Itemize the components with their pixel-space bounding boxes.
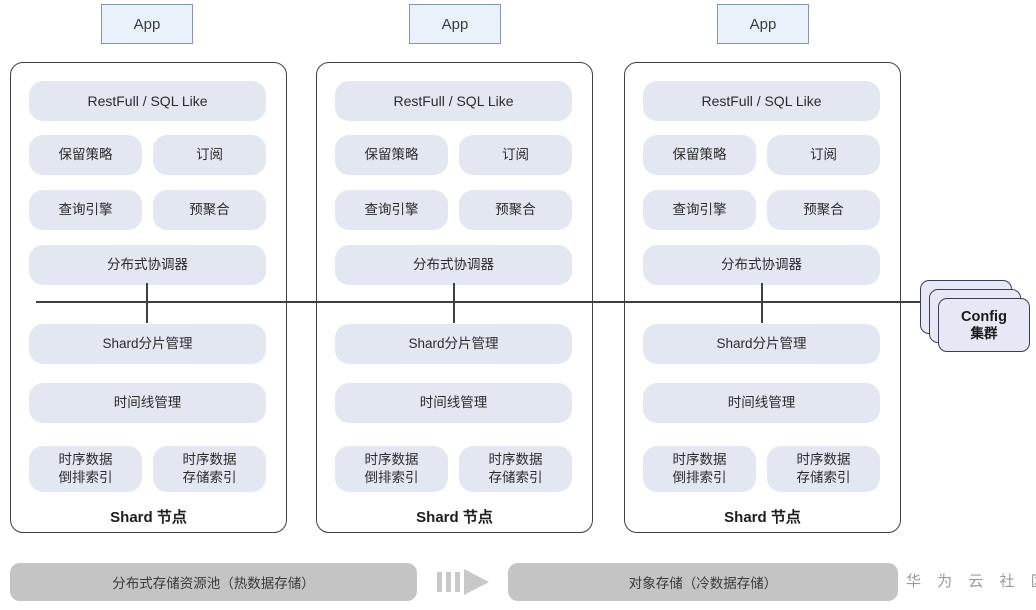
layer-query-engine-2[interactable]: 查询引擎 (335, 190, 448, 230)
shard-node-panel-1[interactable]: RestFull / SQL Like 保留策略 订阅 查询引擎 预聚合 分布式… (10, 62, 287, 533)
app-box-1[interactable]: App (101, 4, 193, 44)
layer-api-3[interactable]: RestFull / SQL Like (643, 81, 880, 121)
shard-node-caption-3: Shard 节点 (724, 509, 801, 526)
layer-inverted-index-1[interactable]: 时序数据倒排索引 (29, 446, 142, 492)
layer-shard-mgmt-3[interactable]: Shard分片管理 (643, 324, 880, 364)
shard-node-panel-2[interactable]: RestFull / SQL Like 保留策略 订阅 查询引擎 预聚合 分布式… (316, 62, 593, 533)
layer-timeline-mgmt-2[interactable]: 时间线管理 (335, 383, 572, 423)
layer-pre-aggregate-3[interactable]: 预聚合 (767, 190, 880, 230)
watermark-text: 华 为 云 社 区 (906, 573, 1036, 590)
config-cluster-card-front[interactable]: Config 集群 (938, 298, 1030, 352)
config-bus-stub-2 (453, 283, 455, 323)
storage-bar-cold-label: 对象存储（冷数据存储） (628, 576, 778, 591)
layer-subscribe-2[interactable]: 订阅 (459, 135, 572, 175)
layer-subscribe-1[interactable]: 订阅 (153, 135, 266, 175)
layer-coordinator-2[interactable]: 分布式协调器 (335, 245, 572, 285)
app-box-2-label: App (441, 15, 469, 33)
layer-inverted-index-2[interactable]: 时序数据倒排索引 (335, 446, 448, 492)
layer-coordinator-3[interactable]: 分布式协调器 (643, 245, 880, 285)
storage-bar-hot-label: 分布式存储资源池（热数据存储） (112, 576, 315, 591)
layer-api-1[interactable]: RestFull / SQL Like (29, 81, 266, 121)
layer-query-engine-1[interactable]: 查询引擎 (29, 190, 142, 230)
layer-storage-index-2[interactable]: 时序数据存储索引 (459, 446, 572, 492)
app-box-3[interactable]: App (717, 4, 809, 44)
shard-node-caption-1: Shard 节点 (110, 509, 187, 526)
config-bus-stub-3 (761, 283, 763, 323)
config-bus-line (36, 301, 920, 303)
layer-retention-3[interactable]: 保留策略 (643, 135, 756, 175)
layer-timeline-mgmt-1[interactable]: 时间线管理 (29, 383, 266, 423)
layer-inverted-index-3[interactable]: 时序数据倒排索引 (643, 446, 756, 492)
layer-storage-index-1[interactable]: 时序数据存储索引 (153, 446, 266, 492)
app-box-3-label: App (749, 15, 777, 33)
layer-shard-mgmt-1[interactable]: Shard分片管理 (29, 324, 266, 364)
layer-retention-2[interactable]: 保留策略 (335, 135, 448, 175)
layer-api-2[interactable]: RestFull / SQL Like (335, 81, 572, 121)
layer-pre-aggregate-1[interactable]: 预聚合 (153, 190, 266, 230)
layer-coordinator-1[interactable]: 分布式协调器 (29, 245, 266, 285)
config-cluster-title: Config (961, 308, 1007, 325)
motion-arrow-icon (437, 566, 499, 598)
storage-bar-hot[interactable]: 分布式存储资源池（热数据存储） (10, 563, 417, 601)
layer-timeline-mgmt-3[interactable]: 时间线管理 (643, 383, 880, 423)
app-box-1-label: App (133, 15, 161, 33)
shard-node-caption-2: Shard 节点 (416, 509, 493, 526)
storage-bar-cold[interactable]: 对象存储（冷数据存储） (508, 563, 898, 601)
layer-retention-1[interactable]: 保留策略 (29, 135, 142, 175)
config-cluster[interactable]: Config 集群 (920, 280, 1032, 354)
app-box-2[interactable]: App (409, 4, 501, 44)
layer-query-engine-3[interactable]: 查询引擎 (643, 190, 756, 230)
config-cluster-subtitle: 集群 (970, 325, 998, 341)
layer-pre-aggregate-2[interactable]: 预聚合 (459, 190, 572, 230)
layer-shard-mgmt-2[interactable]: Shard分片管理 (335, 324, 572, 364)
layer-storage-index-3[interactable]: 时序数据存储索引 (767, 446, 880, 492)
config-bus-stub-1 (146, 283, 148, 323)
layer-subscribe-3[interactable]: 订阅 (767, 135, 880, 175)
